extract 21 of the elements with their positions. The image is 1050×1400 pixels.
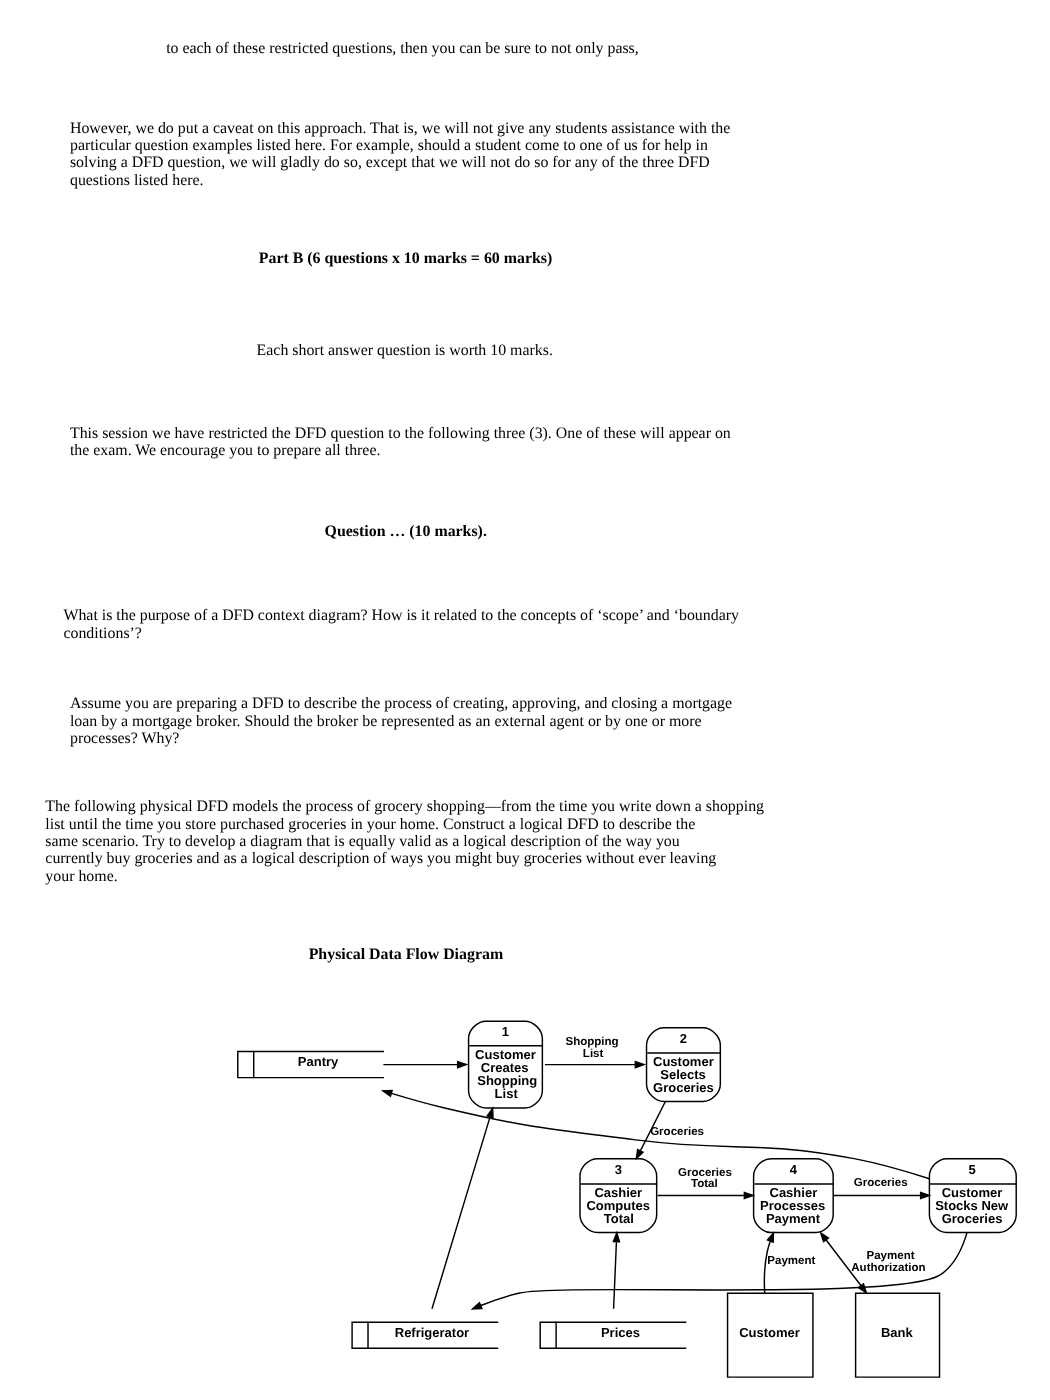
label: Physical Data Flow Diagram	[308, 944, 504, 963]
arrow	[832, 1191, 932, 1200]
label: Assume you are preparing a DFD to describe the process of creating, approving, and closing a mortgage loan by a mortgage broker. Should the broker be represented as an external agent or by one or more processes? Why?	[69, 694, 733, 748]
arrow	[470, 1232, 968, 1310]
label: Question … (10 marks).	[324, 522, 487, 541]
label: Each short answer question is worth 10 marks.	[256, 341, 553, 360]
label: What is the purpose of a DFD context diagram? How is it related to the concepts of ‘scope’ and ‘boundary conditions’?	[63, 606, 739, 642]
arrow	[635, 1101, 666, 1161]
label: However, we do put a caveat on this approach. That is, we will not give any students assistance with the particular question examples listed here. For example, should a student come to one of us for help in solving a DFD question, we will gladly do so, except that we will not do so for any of the three DFD questions listed here.	[69, 118, 731, 189]
arrow	[382, 1060, 469, 1069]
arrow	[380, 1089, 931, 1180]
label: This session we have restricted the DFD question to the following three (3). One of these will appear on the exam. We encourage you to prepare all three.	[69, 423, 731, 460]
arrow	[544, 1060, 647, 1069]
arrow	[612, 1230, 621, 1310]
arrow	[763, 1230, 775, 1294]
label: Part B (6 questions x 10 marks = 60 marks)	[258, 248, 553, 267]
label: The following physical DFD models the process of grocery shopping—from the time you write down a shopping list until the time you store purchased groceries in your home. Construct a logical DFD to describe the same scenario. Try to develop a diagram that is equally valid as a logical description of the way you currently buy groceries and as a logical description of ways you might buy groceries without ever leaving your home.	[45, 797, 765, 885]
label: to each of these restricted questions, then you can be sure to not only pass,	[166, 38, 639, 57]
arrow	[656, 1191, 756, 1200]
arrow	[819, 1231, 868, 1295]
arrow	[431, 1106, 494, 1310]
